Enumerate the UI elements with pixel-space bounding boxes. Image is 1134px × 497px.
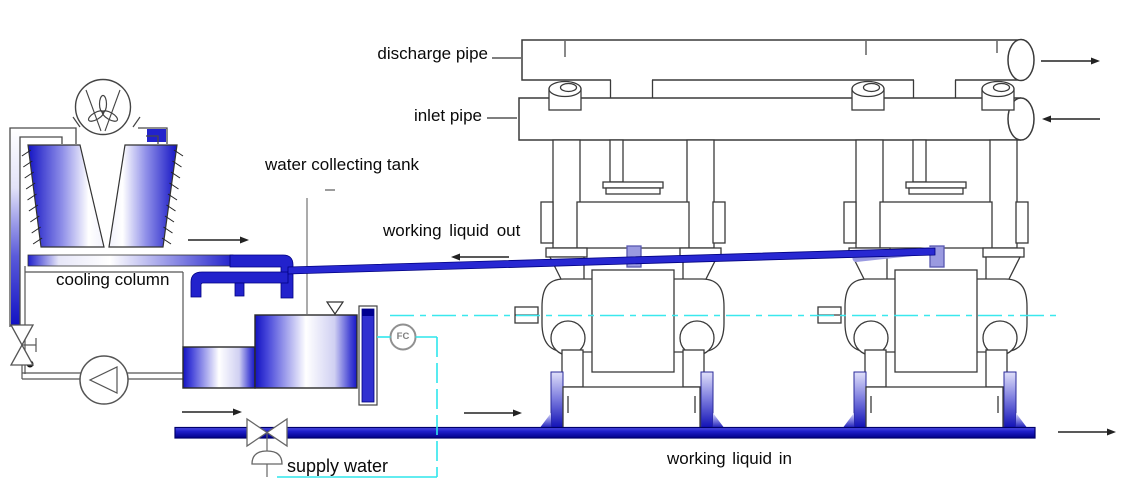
cone-hatching <box>21 149 184 245</box>
cooling-duct-downpipe <box>11 129 20 325</box>
supply-control-valve-icon <box>246 417 288 477</box>
pipe-end-cap <box>1007 38 1035 82</box>
circulation-pump-icon <box>79 355 129 405</box>
discharge-pipe-label: discharge pipe <box>377 44 488 63</box>
working-liquid-in-manifold <box>174 426 1036 439</box>
cooling-fan-icon <box>72 78 141 136</box>
cooling-duct-right-outline <box>138 127 168 144</box>
supply-water-label: supply water <box>287 456 389 476</box>
overflow-standpipe <box>358 305 378 406</box>
level-indicator-icon <box>325 301 345 316</box>
water-collecting-tank <box>182 189 378 406</box>
cooling-duct-outline <box>9 127 77 327</box>
cooling-cone-right <box>108 144 178 248</box>
inlet-nozzle-cylinder <box>981 80 1015 111</box>
return-spout <box>234 282 245 297</box>
cooling-column-label: cooling column <box>56 270 170 289</box>
working-liquid-out-pipe <box>287 247 936 275</box>
inlet-pipe-label: inlet pipe <box>413 106 482 125</box>
collecting-basin-rim <box>27 254 234 267</box>
working-liquid-in-label: working liquid in <box>667 449 792 468</box>
tank-main-section <box>254 314 358 389</box>
flow-arrows <box>182 57 1116 436</box>
working-liquid-out-label: working liquid out <box>383 221 521 240</box>
water-collecting-tank-label: water collecting tank <box>265 155 420 174</box>
shutoff-valve-icon <box>9 324 37 366</box>
cooling-cone-left <box>27 144 105 248</box>
flow-controller-label: FC <box>396 331 410 342</box>
tank-return-pipe <box>190 271 289 298</box>
basin-return-elbow <box>229 254 294 299</box>
discharge-pipe <box>492 38 1035 82</box>
control-signal-line <box>277 336 438 478</box>
valve-actuator-icon <box>251 450 283 465</box>
tank-lower-section <box>182 346 256 389</box>
cooling-column <box>9 78 294 405</box>
